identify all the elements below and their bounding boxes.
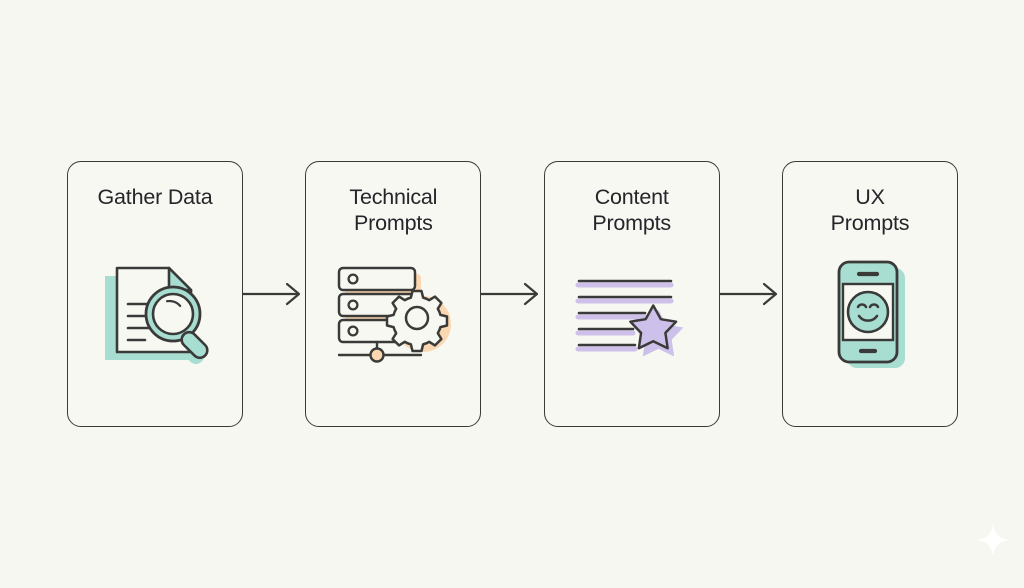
connector-arrow-2 [481,161,543,427]
connector-arrow-1 [243,161,305,427]
step-title-gather-data: Gather Data [97,185,213,209]
step-card-gather-data[interactable]: Gather Data [67,161,243,427]
phone-smiley-icon [783,259,957,369]
four-point-star-sparkle-icon [975,522,1011,558]
step-card-ux-prompts[interactable]: UX Prompts [781,161,958,427]
text-lines-star-icon [545,259,719,369]
step-title-ux-prompts: UX Prompts [830,185,910,235]
document-magnifier-icon [68,259,242,369]
step-title-technical-prompts: Technical Prompts [349,185,438,235]
step-card-technical-prompts[interactable]: Technical Prompts [305,161,482,427]
connector-arrow-3 [719,161,782,427]
step-title-content-prompts: Content Prompts [592,185,671,235]
server-gear-icon [306,259,480,369]
step-card-content-prompts[interactable]: Content Prompts [543,161,720,427]
flow-row: Gather Data [67,161,958,427]
